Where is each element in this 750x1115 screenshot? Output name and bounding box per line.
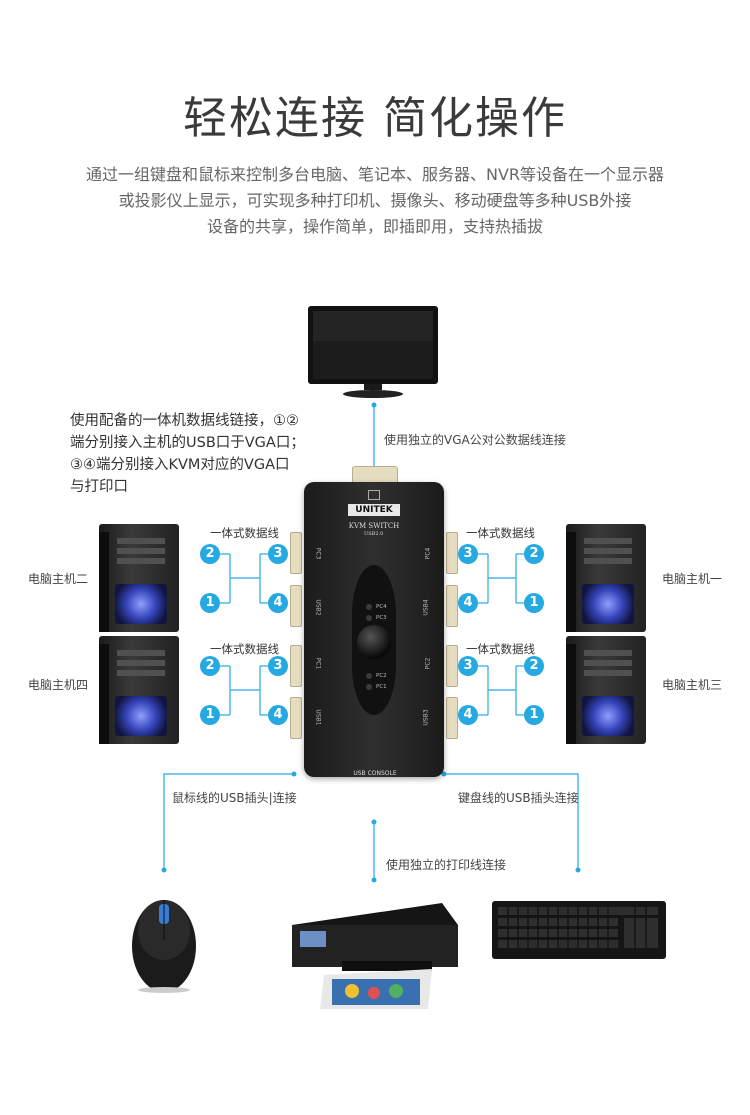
page-title: 轻松连接 简化操作 bbox=[183, 93, 567, 144]
integrated-cable-label: 一体式数据线 bbox=[210, 526, 279, 540]
mouse-icon bbox=[132, 900, 196, 993]
printer-cable-label: 使用独立的打印线连接 bbox=[386, 858, 507, 872]
vga-connector bbox=[290, 585, 302, 627]
integrated-cable-label: 一体式数据线 bbox=[466, 526, 535, 540]
keyboard-icon bbox=[492, 901, 666, 959]
integrated-cable-label: 一体式数据线 bbox=[466, 642, 535, 656]
vga-connector bbox=[446, 532, 458, 574]
pc-tower-icon bbox=[566, 524, 646, 632]
pc-tower-icon bbox=[566, 636, 646, 744]
vga-cable-label: 使用独立的VGA公对公数据线连接 bbox=[384, 433, 566, 447]
pc3-port-label: PC3 bbox=[314, 547, 322, 560]
pc-3-label: 电脑主机三 bbox=[662, 678, 723, 692]
pc4-port-label: PC4 bbox=[424, 547, 432, 560]
kvm-switch: UNITEK KVM SWITCH USB2.0 PC4 PC3 PC2 PC1… bbox=[304, 482, 444, 777]
led-indicator bbox=[366, 673, 372, 679]
usb4-port-label: USB4 bbox=[422, 599, 430, 616]
led-indicator bbox=[366, 684, 372, 690]
port-number-2: 2 bbox=[200, 656, 220, 676]
printer-icon bbox=[292, 903, 458, 1009]
pc1-port-label: PC1 bbox=[314, 657, 322, 670]
usb1-port-label: USB1 bbox=[314, 709, 322, 726]
port-number-4: 4 bbox=[268, 705, 288, 725]
port-number-2: 2 bbox=[524, 544, 544, 564]
pc1-led-label: PC1 bbox=[376, 684, 387, 690]
integrated-cable-label: 一体式数据线 bbox=[210, 642, 279, 656]
note-line: 端分别接入主机的USB口于VGA口； bbox=[70, 435, 305, 451]
pc-tower-icon bbox=[99, 524, 179, 632]
keyboard-usb-label: 键盘线的USB插头连接 bbox=[458, 791, 579, 805]
pc-tower-icon bbox=[99, 636, 179, 744]
pc-1-label: 电脑主机一 bbox=[662, 572, 723, 586]
led-indicator bbox=[366, 615, 372, 621]
vga-connector bbox=[446, 585, 458, 627]
usage-note: 使用配备的一体机数据线链接，①② 端分别接入主机的USB口于VGA口； ③④端分… bbox=[70, 410, 330, 498]
pc-4-label: 电脑主机四 bbox=[28, 678, 89, 692]
brand-logo: UNITEK bbox=[348, 504, 400, 516]
note-line: 使用配备的一体机数据线链接，①② bbox=[70, 413, 299, 429]
pc2-led-label: PC2 bbox=[376, 673, 387, 679]
pc2-port-label: PC2 bbox=[424, 657, 432, 670]
description-line: 或投影仪上显示，可实现多种打印机、摄像头、移动硬盘等多种USB外接 bbox=[118, 191, 632, 210]
port-number-1: 1 bbox=[200, 705, 220, 725]
port-number-2: 2 bbox=[200, 544, 220, 564]
usb3-port-label: USB3 bbox=[422, 709, 430, 726]
vga-connector bbox=[290, 532, 302, 574]
port-number-4: 4 bbox=[268, 593, 288, 613]
led-indicator bbox=[366, 604, 372, 610]
port-number-4: 4 bbox=[458, 593, 478, 613]
description-line: 通过一组键盘和鼠标来控制多台电脑、笔记本、服务器、NVR等设备在一个显示器 bbox=[85, 165, 665, 184]
vga-connector bbox=[290, 697, 302, 739]
note-line: ③④端分别接入KVM对应的VGA口 bbox=[70, 457, 290, 473]
kvm-version: USB2.0 bbox=[364, 531, 384, 537]
usb-console-label: USB CONSOLE bbox=[353, 770, 397, 777]
usb2-port-label: USB2 bbox=[314, 599, 322, 616]
port-number-3: 3 bbox=[458, 544, 478, 564]
pc-2-label: 电脑主机二 bbox=[28, 572, 89, 586]
mouse-usb-label: 鼠标线的USB插头|连接 bbox=[172, 791, 297, 805]
switch-button[interactable] bbox=[357, 625, 391, 659]
port-number-3: 3 bbox=[268, 544, 288, 564]
vga-connector bbox=[290, 645, 302, 687]
pc3-led-label: PC3 bbox=[376, 615, 387, 621]
pc4-led-label: PC4 bbox=[376, 604, 387, 610]
note-line: 与打印口 bbox=[70, 479, 128, 495]
port-number-4: 4 bbox=[458, 705, 478, 725]
kvm-model: KVM SWITCH bbox=[348, 522, 400, 530]
monitor-icon bbox=[308, 306, 438, 398]
port-number-1: 1 bbox=[524, 705, 544, 725]
port-number-1: 1 bbox=[524, 593, 544, 613]
description-line: 设备的共享，操作简单，即插即用，支持热插拔 bbox=[206, 217, 543, 236]
monitor-port-icon bbox=[368, 490, 380, 500]
mouse-line bbox=[163, 773, 294, 870]
port-number-1: 1 bbox=[200, 593, 220, 613]
vga-connector bbox=[446, 697, 458, 739]
port-number-3: 3 bbox=[268, 656, 288, 676]
vga-connector bbox=[446, 645, 458, 687]
port-number-2: 2 bbox=[524, 656, 544, 676]
keyboard-line bbox=[444, 773, 579, 870]
description: 通过一组键盘和鼠标来控制多台电脑、笔记本、服务器、NVR等设备在一个显示器 或投… bbox=[0, 162, 750, 240]
port-number-3: 3 bbox=[458, 656, 478, 676]
